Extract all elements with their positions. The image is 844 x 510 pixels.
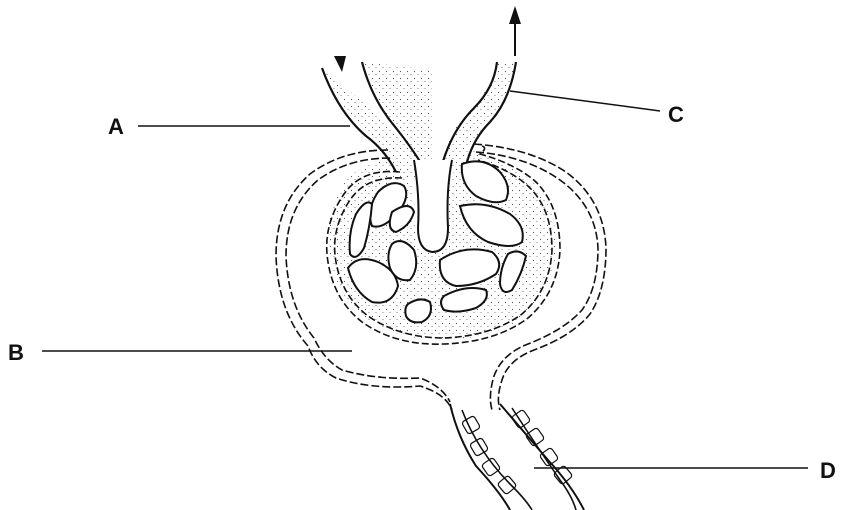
capillary-loop	[405, 299, 431, 322]
label-c-leader	[510, 91, 660, 111]
capillary-loop	[388, 241, 416, 280]
label-b: B	[8, 340, 24, 365]
label-a: A	[108, 114, 124, 139]
central-stalk	[414, 160, 452, 252]
label-d: D	[820, 458, 836, 483]
proximal-convoluted-tubule	[450, 404, 584, 510]
label-c: C	[668, 102, 684, 127]
outflow-arrowhead	[509, 6, 521, 24]
inflow-arrowhead	[334, 56, 346, 72]
